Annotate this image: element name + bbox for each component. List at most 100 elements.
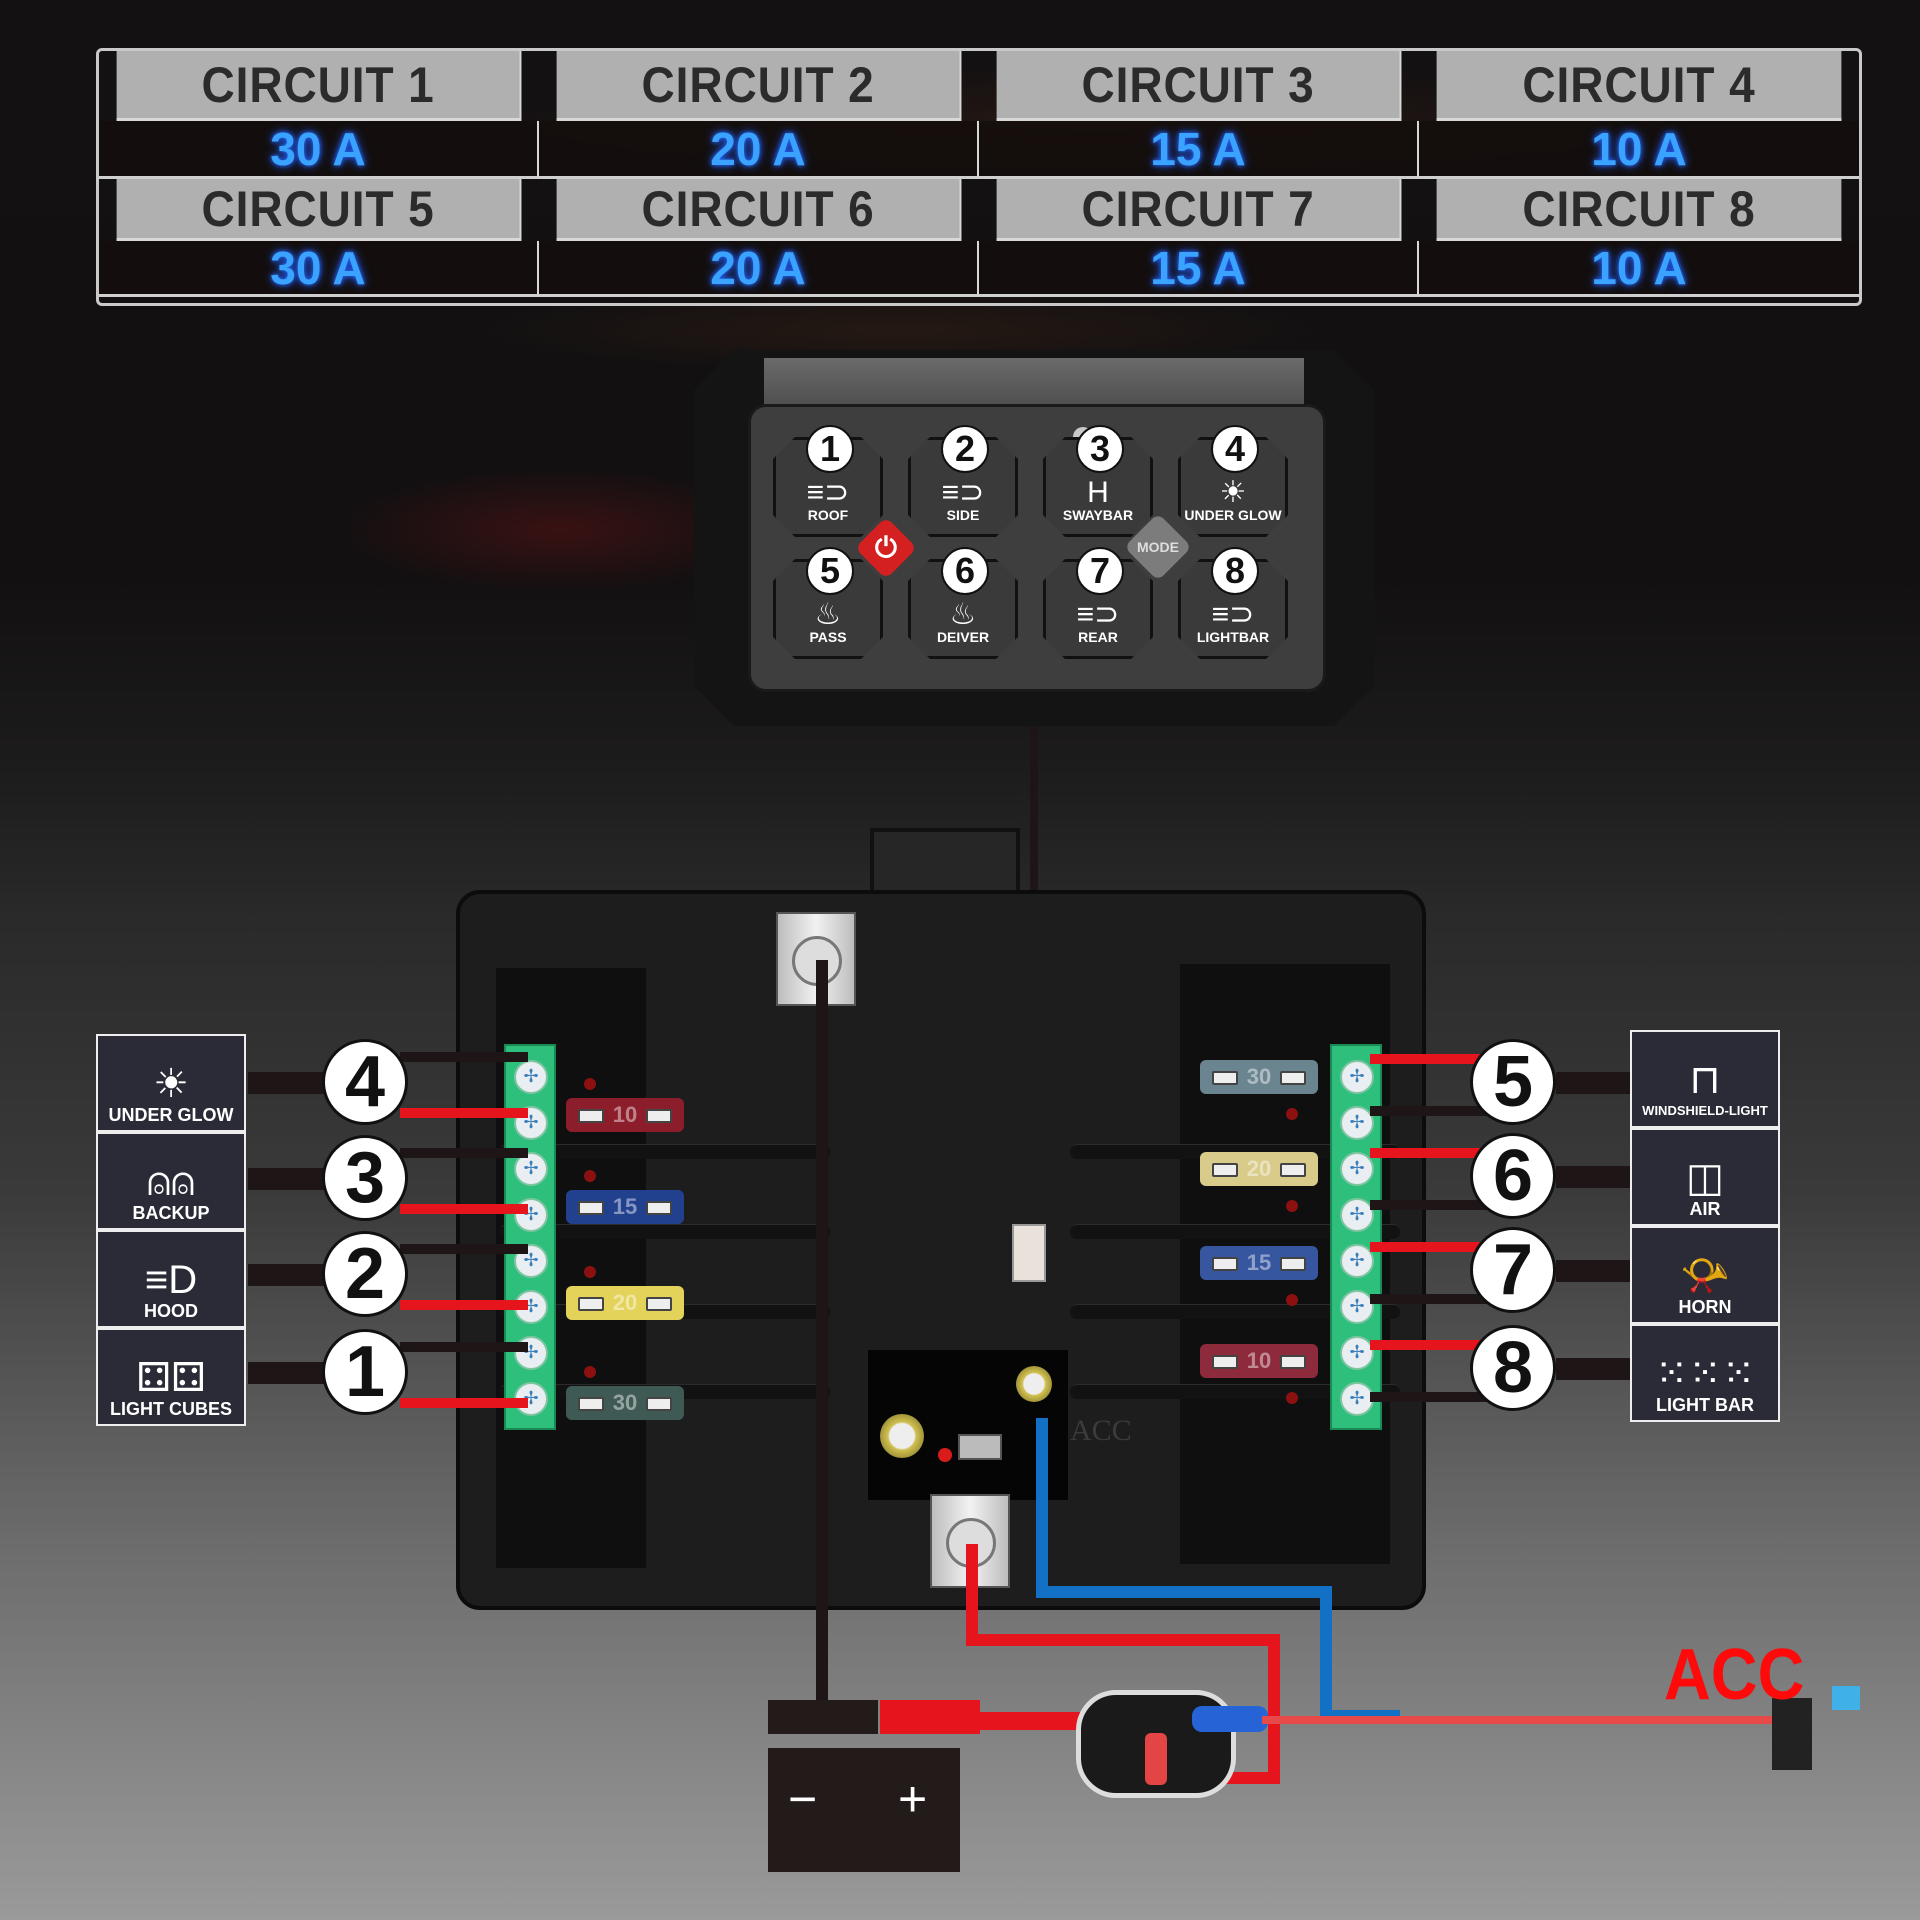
- battery: − +: [768, 1748, 960, 1872]
- breaker-reset-lever[interactable]: [1145, 1733, 1167, 1785]
- right-terminal-block: ✢✢✢✢✢✢✢✢: [1330, 1044, 1382, 1430]
- output-number-badge: 8: [1470, 1325, 1556, 1411]
- blade-fuse[interactable]: 10: [566, 1098, 684, 1132]
- switch-key-number: 4: [1211, 425, 1259, 473]
- output-label-text: UNDER GLOW: [108, 1105, 234, 1125]
- air-compressor-icon: ◫: [1686, 1156, 1724, 1200]
- underglow-icon: ☀: [153, 1062, 189, 1106]
- output-wire: [1556, 1072, 1632, 1094]
- terminal-screw: ✢: [1340, 1198, 1374, 1232]
- output-label-text: BACKUP: [132, 1203, 210, 1223]
- circuit-amperage-table: CIRCUIT 1 CIRCUIT 2 CIRCUIT 3 CIRCUIT 4 …: [96, 48, 1862, 306]
- positive-wire: [400, 1398, 528, 1408]
- relay-ridge: [500, 1144, 830, 1159]
- acc-callout: ACC: [1664, 1635, 1805, 1715]
- acc-fuse-tap-wire: [1262, 1716, 1774, 1724]
- circuit-header: CIRCUIT 3: [996, 51, 1402, 121]
- output-label-air: ◫AIR: [1630, 1128, 1780, 1226]
- output-wire: [1556, 1358, 1632, 1380]
- output-wire: [1556, 1166, 1632, 1188]
- blade-fuse[interactable]: 30: [1200, 1060, 1318, 1094]
- relay-ridge: [1070, 1384, 1400, 1399]
- acc-wire: [1320, 1586, 1332, 1722]
- positive-wire: [1370, 1340, 1510, 1350]
- switch-key-number: 8: [1211, 547, 1259, 595]
- switch-key-label: LIGHTBAR: [1196, 629, 1270, 645]
- circuit-amperage: 15 A: [979, 241, 1419, 297]
- circuit-amperage: 30 A: [99, 241, 539, 297]
- output-number-badge: 2: [322, 1231, 408, 1317]
- output-number-badge: 1: [322, 1329, 408, 1415]
- output-wire: [248, 1168, 328, 1190]
- circuit-header: CIRCUIT 6: [556, 179, 962, 241]
- heated-seat-icon: ♨: [814, 598, 842, 631]
- blade-fuse[interactable]: 30: [566, 1386, 684, 1420]
- fuse-indicator-led: [1286, 1294, 1298, 1306]
- output-label-under-glow: ☀UNDER GLOW: [96, 1034, 246, 1132]
- circuit-header: CIRCUIT 2: [556, 51, 962, 121]
- ground-wire: [400, 1342, 528, 1352]
- acc-wire: [1036, 1586, 1332, 1598]
- positive-wire: [1370, 1054, 1510, 1064]
- relay-ridge: [1070, 1224, 1400, 1239]
- circuit-amperage: 10 A: [1419, 241, 1859, 297]
- capacitor: [880, 1414, 924, 1458]
- capacitor: [1016, 1366, 1052, 1402]
- terminal-screw: ✢: [1340, 1152, 1374, 1186]
- panel-connector-socket: [1012, 1224, 1046, 1282]
- switch-key-number: 3: [1076, 425, 1124, 473]
- fuse-indicator-led: [1286, 1200, 1298, 1212]
- mode-button[interactable]: MODE: [1124, 513, 1192, 581]
- output-label-backup: ⍝⍝BACKUP: [96, 1132, 246, 1230]
- circuit-amperage: 20 A: [539, 241, 979, 297]
- circuit-header: CIRCUIT 8: [1436, 179, 1842, 241]
- ground-wire: [1370, 1294, 1510, 1304]
- blade-fuse[interactable]: 15: [1200, 1246, 1318, 1280]
- mode-label: MODE: [1137, 539, 1179, 555]
- light-beam-icon: ≡⊃: [806, 476, 850, 509]
- power-icon: ⏻: [874, 532, 898, 563]
- fuse-indicator-led: [584, 1366, 596, 1378]
- blade-fuse[interactable]: 10: [1200, 1344, 1318, 1378]
- output-wire: [248, 1264, 328, 1286]
- circuit-header: CIRCUIT 7: [996, 179, 1402, 241]
- power-button[interactable]: ⏻: [854, 516, 918, 580]
- switch-key-label: DEIVER: [936, 629, 990, 645]
- blade-fuse[interactable]: 20: [566, 1286, 684, 1320]
- ground-wire: [1370, 1200, 1510, 1210]
- underglow-icon: ☀: [1219, 476, 1247, 509]
- switch-key-number: 1: [806, 425, 854, 473]
- output-label-horn: 📯HORN: [1630, 1226, 1780, 1324]
- switch-key-label: SIDE: [946, 507, 980, 523]
- fuse-indicator-led: [1286, 1392, 1298, 1404]
- terminal-screw: ✢: [1340, 1244, 1374, 1278]
- positive-wire: [1370, 1242, 1510, 1252]
- blade-fuse[interactable]: 15: [566, 1190, 684, 1224]
- indicator-led: [938, 1448, 952, 1462]
- switch-key-label: UNDER GLOW: [1184, 507, 1282, 523]
- terminal-screw: ✢: [1340, 1290, 1374, 1324]
- horn-icon: 📯: [1680, 1254, 1730, 1298]
- output-label-text: AIR: [1689, 1199, 1721, 1219]
- output-wire: [248, 1362, 328, 1384]
- switch-key-number: 2: [941, 425, 989, 473]
- switch-key-label: SWAYBAR: [1062, 507, 1134, 523]
- output-number-badge: 6: [1470, 1133, 1556, 1219]
- light-beam-icon: ≡⊃: [941, 476, 985, 509]
- battery-positive-post: [880, 1700, 980, 1734]
- battery-negative-symbol: −: [788, 1771, 818, 1827]
- relay-box-mount-tab: [870, 828, 1020, 898]
- blade-fuse[interactable]: 20: [1200, 1152, 1318, 1186]
- acc-slide-switch[interactable]: [958, 1434, 1002, 1460]
- relay-ridge: [500, 1224, 830, 1239]
- terminal-screw: ✢: [1340, 1382, 1374, 1416]
- output-number-badge: 3: [322, 1135, 408, 1221]
- switch-key-number: 7: [1076, 547, 1124, 595]
- switch-key-label: REAR: [1078, 629, 1118, 645]
- positive-wire: [966, 1544, 978, 1646]
- positive-wire: [1268, 1634, 1280, 1784]
